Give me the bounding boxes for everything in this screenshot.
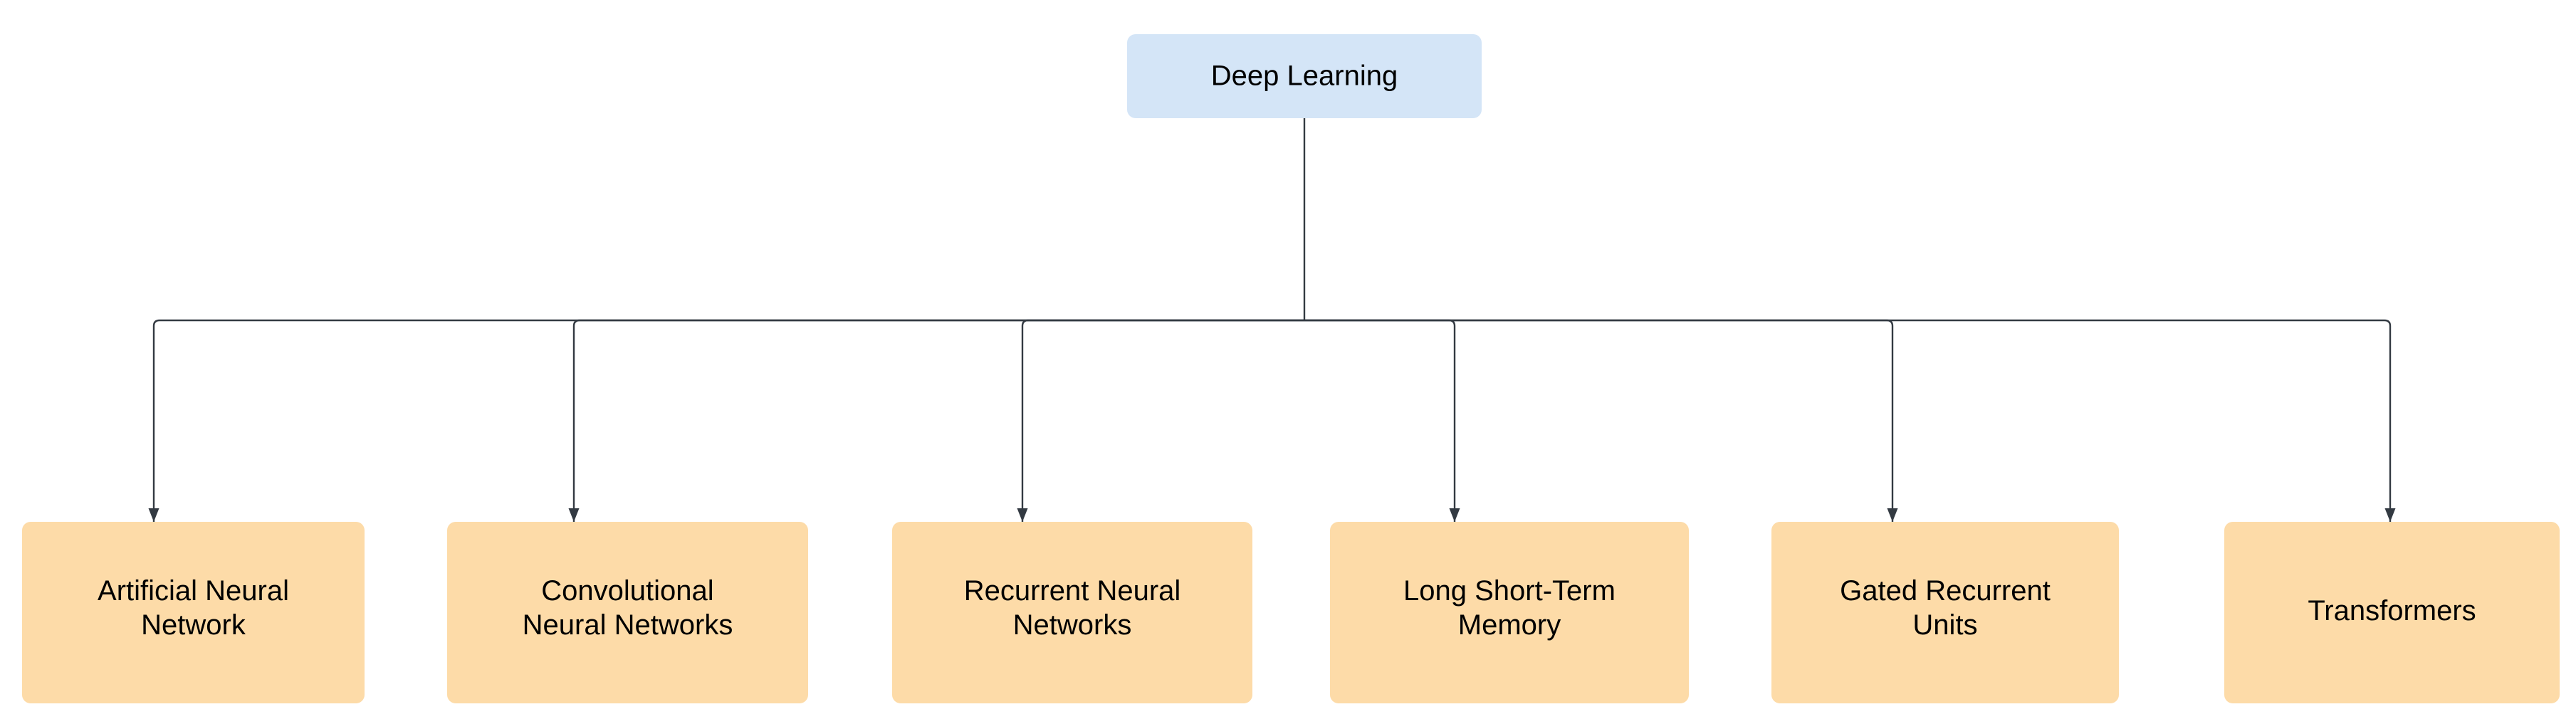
edge-to-transformers xyxy=(1304,319,2392,522)
arrowhead-ann-icon xyxy=(148,508,159,522)
edge-to-rnn xyxy=(1021,319,1304,522)
node-rnn-label-line-1: Networks xyxy=(1013,609,1132,641)
node-gru-label-line-1: Units xyxy=(1912,609,1977,641)
node-deep-learning[interactable]: Deep Learning xyxy=(1127,34,1482,118)
node-transformers-box[interactable] xyxy=(2224,522,2560,703)
node-ann-label-line-0: Artificial Neural xyxy=(98,575,289,607)
arrowhead-lstm-icon xyxy=(1449,508,1460,522)
edge-to-gru xyxy=(1304,319,1894,522)
node-cnn-label-line-1: Neural Networks xyxy=(523,609,733,641)
arrowhead-rnn-icon xyxy=(1017,508,1028,522)
node-rnn-label-line-0: Recurrent Neural xyxy=(964,575,1181,607)
node-rnn-box[interactable] xyxy=(892,522,1252,703)
edge-to-cnn xyxy=(572,319,1304,522)
edge-to-lstm xyxy=(1304,319,1456,522)
node-ann-label-line-1: Network xyxy=(141,609,246,641)
arrowhead-transformers-icon xyxy=(2384,508,2396,522)
node-transformers-label-line-0: Transformers xyxy=(2308,595,2476,626)
edge-to-ann xyxy=(152,319,1304,522)
node-transformers-label: Transformers xyxy=(2308,595,2476,626)
node-lstm-label-line-0: Long Short-Term xyxy=(1403,575,1616,607)
arrowhead-gru-icon xyxy=(1887,508,1898,522)
node-gru-box[interactable] xyxy=(1771,522,2119,703)
node-gru-label-line-0: Gated Recurrent xyxy=(1840,575,2051,607)
node-transformers[interactable]: Transformers xyxy=(2224,522,2560,703)
node-deep-learning-label: Deep Learning xyxy=(1211,61,1398,92)
node-cnn-box[interactable] xyxy=(447,522,808,703)
node-lstm-box[interactable] xyxy=(1330,522,1689,703)
node-ann-box[interactable] xyxy=(22,522,365,703)
arrowhead-cnn-icon xyxy=(568,508,580,522)
node-lstm-label-line-1: Memory xyxy=(1458,609,1561,641)
edge-layer xyxy=(148,118,2396,522)
node-cnn-label-line-0: Convolutional xyxy=(541,575,713,607)
node-deep-learning-box[interactable] xyxy=(1127,34,1482,118)
